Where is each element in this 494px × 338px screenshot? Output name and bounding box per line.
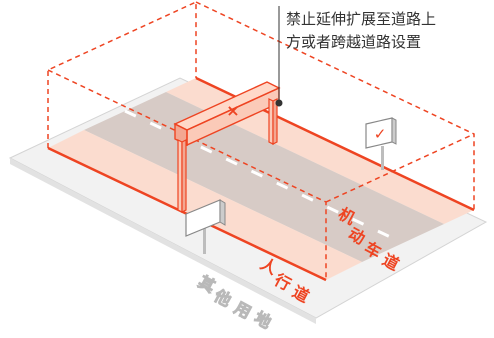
svg-text:动: 动 [345,224,368,248]
svg-text:机: 机 [335,204,358,228]
svg-text:道: 道 [289,282,312,306]
checkmark-icon: ✓ [374,125,387,143]
other-land-label: 其 他 用 地 [195,272,275,333]
gantry-cross-icon: × [226,101,239,120]
blank-sign [185,199,226,254]
gantry [173,81,281,213]
svg-text:行: 行 [270,270,294,295]
svg-text:车: 车 [361,238,384,262]
near-sidewalk [48,130,362,280]
prohibited-space-box [47,0,475,280]
lane-center-line [124,109,404,245]
svg-text:道: 道 [379,250,402,274]
svg-text:地: 地 [251,308,274,332]
roadside-sign [365,117,397,170]
callout-line-2: 方或者跨越道路设置 [286,33,421,51]
sidewalk-label: 人 行 道 [257,254,312,306]
svg-text:用: 用 [231,298,254,322]
motor-lane-label: 机 动 车 道 [335,204,402,274]
ground-slab-edge [10,158,316,324]
svg-text:其: 其 [195,272,218,296]
callout-line-1: 禁止延伸扩展至道路上 [286,10,436,28]
svg-text:他: 他 [210,286,234,311]
